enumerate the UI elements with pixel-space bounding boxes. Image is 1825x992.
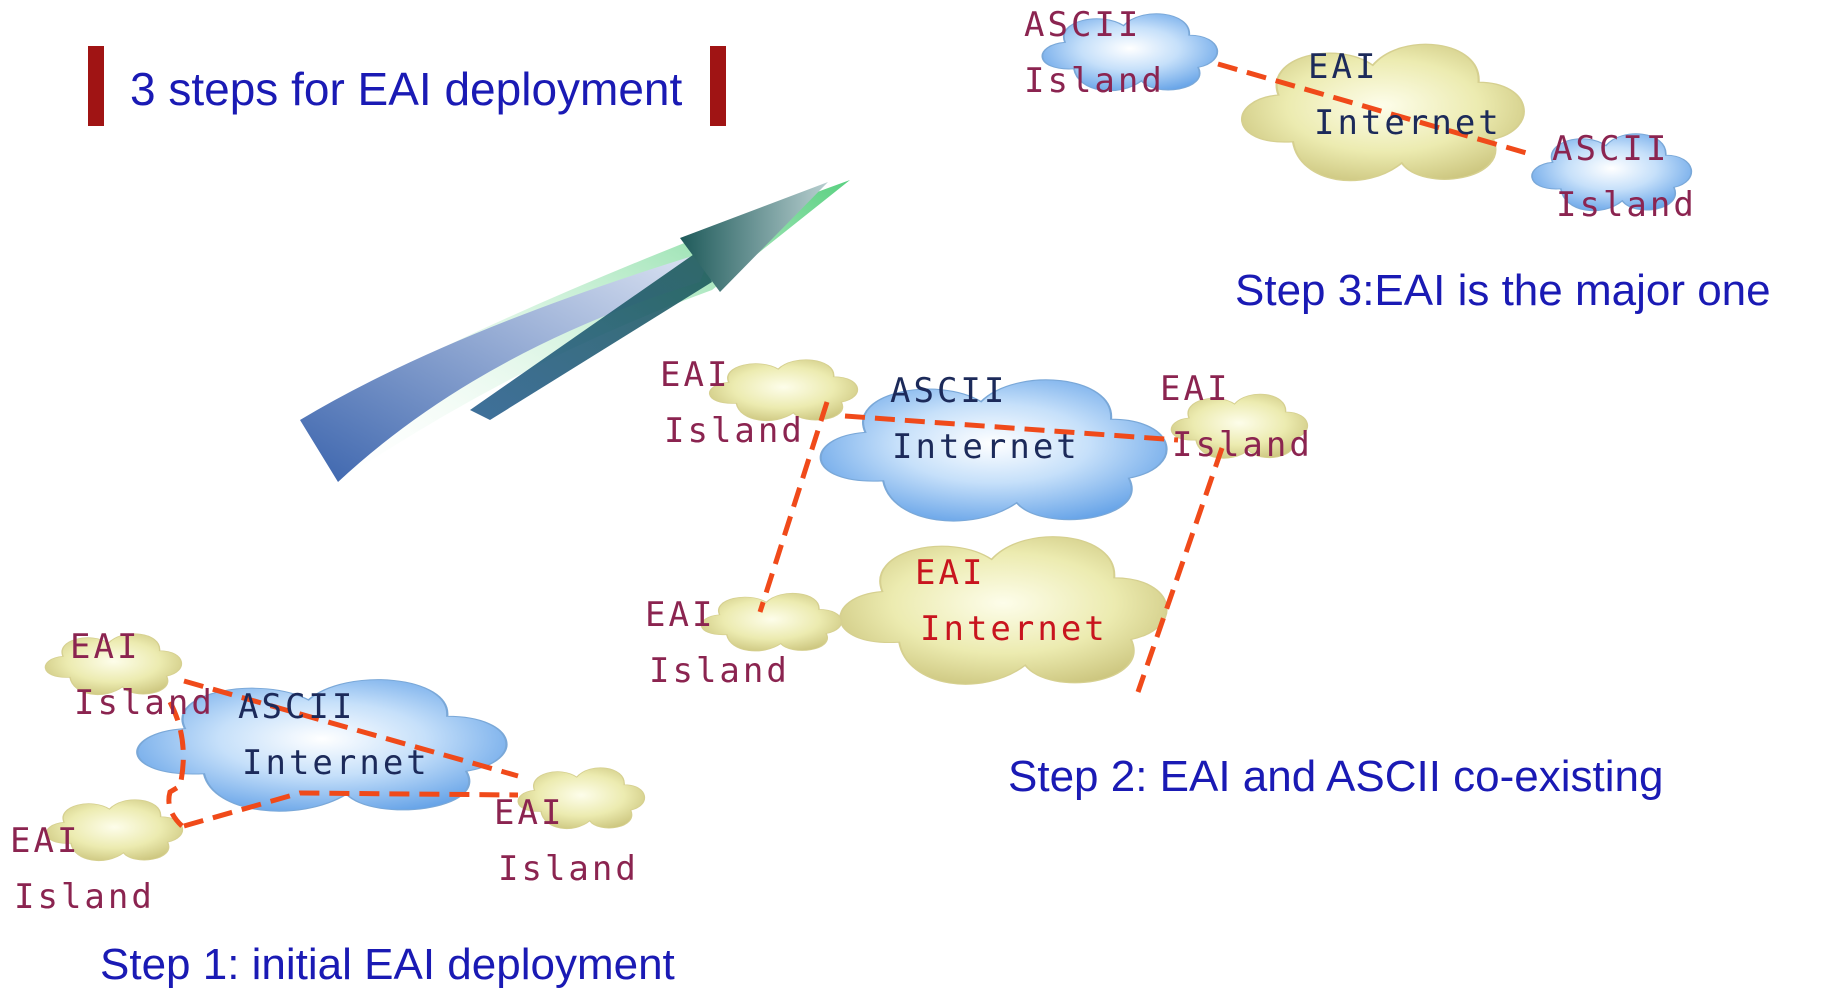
title-bar-right — [710, 46, 726, 126]
step3-island1-line2: Island — [1024, 61, 1165, 101]
progress-arrow-icon — [300, 180, 850, 482]
step2-island1-line1: EAI — [660, 355, 731, 395]
step2-eai-internet-line1: EAI — [915, 553, 986, 593]
step1-island3-line2: Island — [498, 849, 639, 889]
step1-caption: Step 1: initial EAI deployment — [100, 940, 675, 989]
step3-caption: Step 3:EAI is the major one — [1235, 266, 1771, 315]
step2-eai-internet-line2: Internet — [920, 609, 1108, 649]
step2-ascii-internet-line2: Internet — [892, 427, 1080, 467]
dashed-connectors — [166, 61, 1531, 829]
step1-island1-line2: Island — [74, 683, 215, 723]
step3-internet-line1: EAI — [1308, 47, 1379, 87]
step1-internet-line1: ASCII — [238, 687, 356, 727]
step1-island1-line1: EAI — [70, 627, 141, 667]
step1-island2-line2: Island — [14, 877, 155, 917]
cloud-icon — [702, 593, 842, 651]
step3-internet-line2: Internet — [1314, 103, 1502, 143]
step2-caption: Step 2: EAI and ASCII co-existing — [1008, 752, 1664, 801]
step3-island2-line2: Island — [1556, 185, 1697, 225]
step2-island3-line2: Island — [649, 651, 790, 691]
step2-island2-line2: Island — [1172, 425, 1313, 465]
step2-island3-line1: EAI — [645, 595, 716, 635]
step1-island2-line1: EAI — [10, 821, 81, 861]
step1-internet-line2: Internet — [242, 743, 430, 783]
step3-island2-line1: ASCII — [1552, 129, 1670, 169]
step2-island2-line1: EAI — [1160, 369, 1231, 409]
step3-island1-line1: ASCII — [1024, 5, 1142, 45]
step2-island1-line2: Island — [664, 411, 805, 451]
step1-island3-line1: EAI — [494, 793, 565, 833]
page-title: 3 steps for EAI deployment — [130, 63, 683, 115]
title-bar-left — [88, 46, 104, 126]
step2-ascii-internet-line1: ASCII — [890, 371, 1008, 411]
